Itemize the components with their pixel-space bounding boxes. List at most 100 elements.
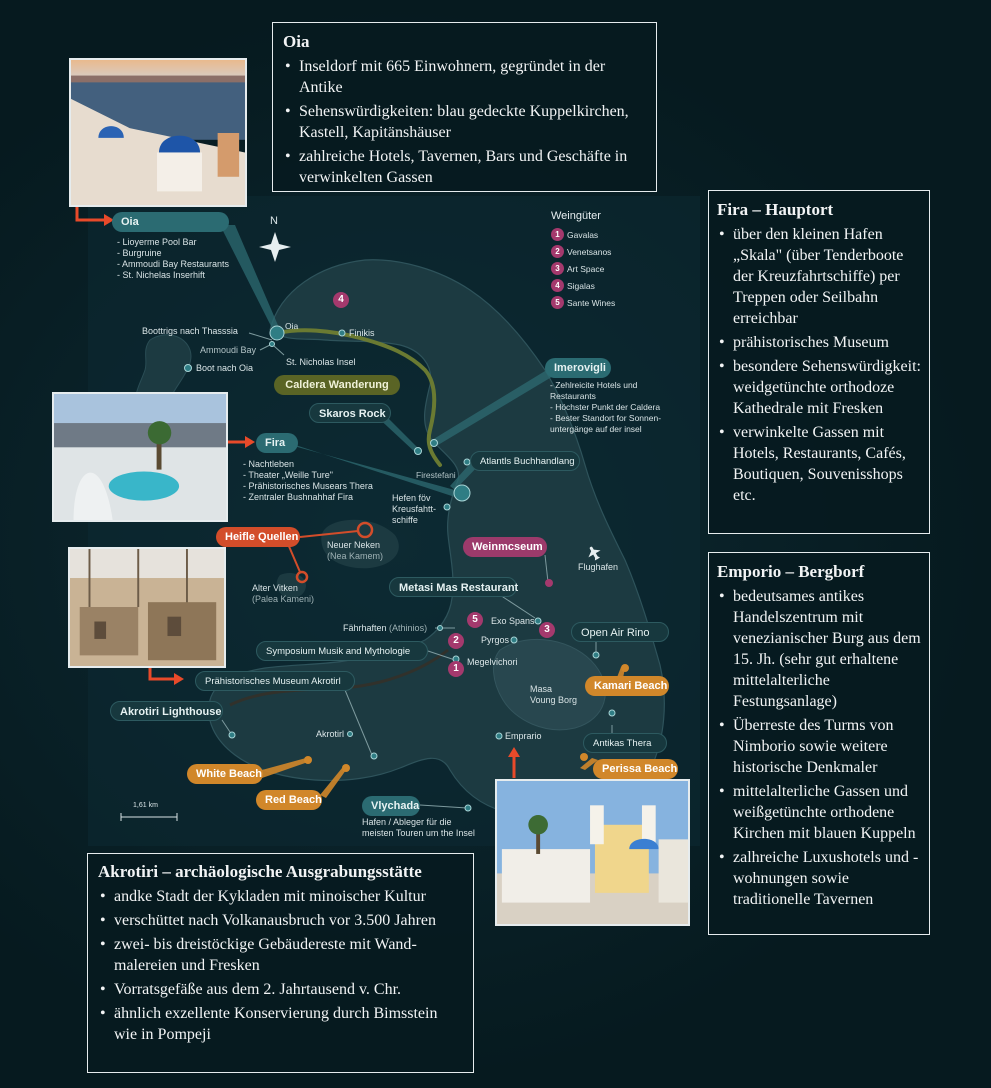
winery-marker-3[interactable]: 3 (539, 622, 555, 638)
oia-blue-dome (158, 135, 201, 153)
emporio-info-item: Überreste des Turms von Nimborio sowie w… (717, 715, 921, 778)
leader-symposium (427, 650, 456, 661)
emporio-info-list: bedeutsames antikes Handelszentrum mit v… (717, 586, 921, 910)
arrowhead-fira (245, 436, 255, 448)
airplane-tail (594, 555, 601, 561)
leader-stnicholas (273, 345, 285, 356)
imerovigli-highlight: - Höchster Punkt der Caldera (550, 402, 661, 412)
leader-boattrips (248, 332, 273, 341)
dot-skaros (414, 447, 422, 455)
fira-info-item: besondere Sehenswürdig­keit: weidgetünch… (717, 356, 921, 419)
emporio-church-front (594, 824, 649, 893)
ferry-port-name: Fährhaften (343, 623, 387, 633)
ferry-port-alt: (Athinios) (389, 623, 428, 633)
perissa-beach-label[interactable]: Perissa Beach (593, 759, 678, 779)
winery-marker-1[interactable]: 1 (448, 661, 464, 677)
open-air-cinema-label[interactable]: Open Air Rino (571, 622, 669, 642)
fira-info-list: über den kleinen Hafen „Skala" (über Ten… (717, 224, 921, 506)
cruise-port-line: Hefen föv (392, 493, 431, 503)
vlychada-line: meisten Touren um the Insel (362, 828, 475, 838)
mesa-vouno-label: Masa Voung Borg (530, 684, 577, 706)
hot-springs-label[interactable]: Heifle Quellen (216, 527, 300, 547)
ancient-thera-label[interactable]: Antikas Thera (583, 733, 667, 753)
oia-church (157, 152, 202, 192)
dot-open-air (592, 651, 600, 659)
legend-number: 1 (551, 228, 564, 241)
imerovigli-map-label[interactable]: Imerovigli (545, 358, 611, 378)
symposium-label[interactable]: Symposium Musik and Mythologie (256, 641, 428, 661)
dot-pyrgos (510, 636, 518, 644)
dot-hafen (443, 503, 451, 511)
winery-marker-2[interactable]: 2 (448, 633, 464, 649)
legend-label: Art Space (567, 264, 605, 274)
winery-marker-5[interactable]: 5 (467, 612, 483, 628)
akrotiri-window (94, 621, 107, 639)
palea-kameni-name: Alter Vitken (252, 583, 298, 593)
kamari-beach-label[interactable]: Kamari Beach (585, 676, 669, 696)
st-nicholas-label: St. Nicholas Insel (286, 357, 356, 367)
cruise-port-label: Hefen föv Kreusfahtt- schiffe (392, 493, 436, 526)
pyrgos-label: Pyrgos (481, 635, 510, 645)
fira-photo-art (54, 394, 226, 520)
arrow-oia (75, 207, 104, 222)
palea-kameni-label: Alter Vitken (Palea Kameni) (252, 583, 314, 605)
akrotiri-info-item: Vorratsgefäße aus dem 2. Jahrtausend v. … (98, 979, 463, 1000)
skaros-rock-label[interactable]: Skaros Rock (309, 403, 391, 423)
leader-perissa (580, 758, 598, 770)
compass-star (259, 232, 291, 262)
legend-label: Venetsanos (567, 247, 612, 257)
leader-skaros (375, 415, 420, 453)
arrowhead-oia (104, 214, 114, 226)
oia-info-title: Oia (283, 32, 310, 51)
oia-map-label[interactable]: Oia (112, 212, 229, 232)
imerovigli-highlights: - Zehlreicite Hotels und Restaurants - H… (550, 380, 661, 435)
fira-highlights: - Nachtleben - Theater „Weille Ture" - P… (243, 459, 373, 503)
caldera-trail (276, 328, 442, 467)
emporio-info-item: bedeutsames antikes Handelszentrum mit v… (717, 586, 921, 712)
fira-map-label[interactable]: Fira (256, 433, 298, 453)
legend-number: 2 (551, 245, 564, 258)
dot-kamari (621, 664, 629, 672)
akrotiri-ruin-left (79, 607, 139, 656)
exo-label: Exo Spans (491, 616, 535, 626)
akrotiri-photo-art (70, 549, 224, 666)
cruise-port-line: schiffe (392, 515, 418, 525)
ring-nea-kameni (356, 521, 374, 539)
vlychada-line: Hafen / Ableger für die (362, 817, 452, 827)
imerovigli-highlight: Restaurants (550, 391, 596, 401)
oia-photo-art (71, 60, 245, 205)
atlantis-books-label[interactable]: Atlantls Buchhandlang (470, 451, 580, 471)
leader-weinmuseum (544, 554, 549, 583)
fira-info-title: Fira – Hauptort (717, 200, 834, 219)
legend-label: Gavalas (567, 230, 599, 240)
akrotiri-info-item: zwei- bis dreistöckige Gebäudereste mit … (98, 934, 463, 976)
emporio-palm-leaves (528, 815, 548, 835)
caldera-trail-label[interactable]: Caldera Wanderung (274, 375, 400, 395)
dot-white-beach (304, 756, 312, 764)
white-beach-label[interactable]: White Beach (187, 764, 263, 784)
oia-dot-label: Oia (285, 321, 299, 331)
arrowhead-emporio (508, 747, 520, 757)
akrotiri-info-item: verschüttet nach Volkanausbruch vor 3.50… (98, 910, 463, 931)
akrotiri-info-list: andke Stadt der Kykladen mit minoischer … (98, 886, 463, 1045)
akrotiri-lighthouse-label[interactable]: Akrotiri Lighthouse (110, 701, 223, 721)
dot-antikas (608, 709, 616, 717)
winery-marker-4[interactable]: 4 (333, 292, 349, 308)
emporio-white-houses (501, 849, 591, 903)
red-beach-label[interactable]: Red Beach (256, 790, 322, 810)
leader-metaxi (499, 594, 536, 619)
prehistoric-museum-akrotiri-label[interactable]: Prähistorisches Museum Akrotirl (195, 671, 355, 691)
legend-number: 3 (551, 262, 564, 275)
boot-oia-label: Boot nach Oia (196, 363, 254, 373)
fira-info-box: Fira – Hauptort über den kleinen Hafen „… (708, 190, 930, 534)
akrotiri-info-item: ähnlich exzellente Konservierung durch B… (98, 1003, 463, 1045)
fira-palm-leaves (147, 421, 172, 445)
fira-info-item: über den kleinen Hafen „Skala" (über Ten… (717, 224, 921, 329)
wine-museum-label[interactable]: Weinmcseum (463, 537, 547, 557)
arrow-heads (104, 214, 520, 757)
emporio-info-item: zalhreiche Luxushotels und -wohnungen so… (717, 847, 921, 910)
vlychada-label[interactable]: Vlychada (362, 796, 420, 816)
metaxi-restaurant-label[interactable]: Metasi Mas Restaurant (389, 577, 518, 597)
fira-cave-house (73, 472, 113, 520)
